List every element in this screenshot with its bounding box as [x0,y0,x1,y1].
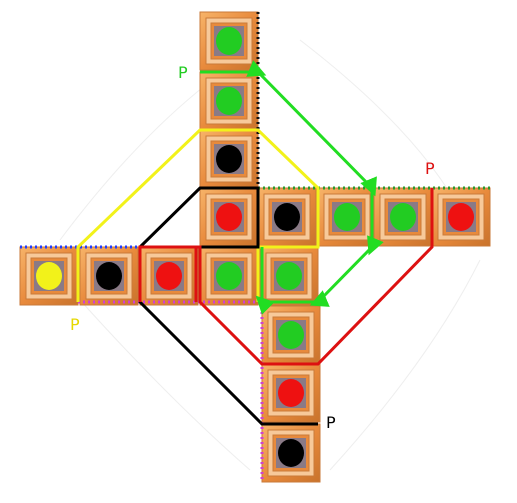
black-dot [96,262,122,290]
green-dot [216,27,242,55]
tile-r2 [317,187,377,247]
red-dot [448,203,474,231]
green-dot [278,321,304,349]
tile-d2 [261,305,321,365]
red-path [138,188,434,366]
green-path [200,60,384,315]
tile-r3 [373,187,433,247]
green-dot [390,203,416,231]
green-dot [276,262,302,290]
red-p-label: P [425,159,435,178]
red-dot [278,379,304,407]
tile-l1 [19,246,79,306]
tile-v3 [199,187,259,247]
black-dot [216,145,242,173]
green-dot [216,262,242,290]
yellow-p-label: P [70,315,80,334]
yellow-dot [36,262,62,290]
tile-v2 [199,129,259,189]
tile-d4 [261,423,321,483]
tile-r1 [257,187,317,247]
tile-r4 [431,187,491,247]
black-p-label: P [326,413,336,432]
tile-d3 [261,363,321,423]
green-dot [334,203,360,231]
tile-d1 [259,246,319,306]
tile-l3 [139,246,199,306]
green-p-label: P [178,63,188,82]
black-dot [278,439,304,467]
tile-l4 [199,246,259,306]
tile-l2 [79,246,139,306]
tile-v0 [199,11,259,71]
red-dot [216,203,242,231]
tile-v1 [199,71,259,131]
black-dot [274,203,300,231]
red-dot [156,262,182,290]
green-dot [216,87,242,115]
